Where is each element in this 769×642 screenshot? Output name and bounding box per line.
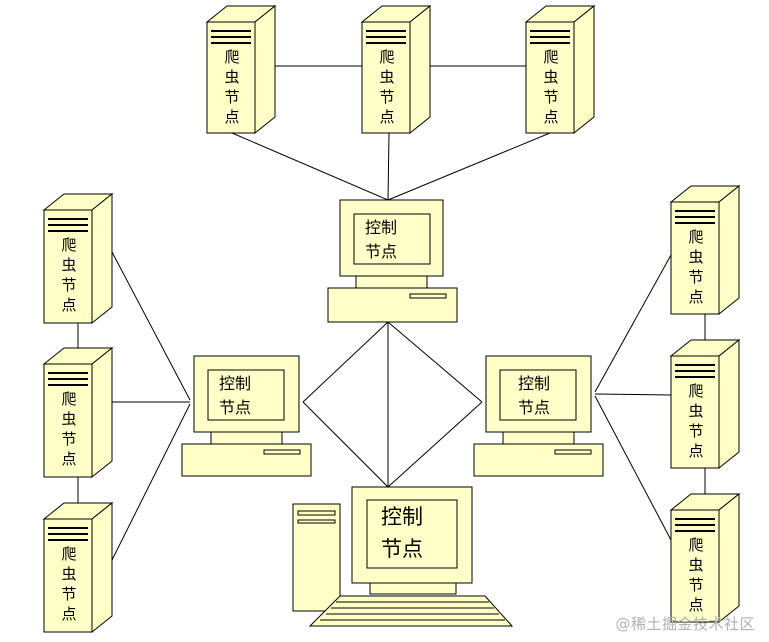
crawler-label-char-1: 爬	[688, 228, 703, 246]
crawler-label-char-2: 虫	[688, 248, 703, 266]
crawler-label-char-2: 虫	[543, 68, 558, 86]
link-left-top-to-control	[111, 251, 191, 401]
desktop-case	[473, 443, 604, 477]
monitor-stand	[355, 275, 428, 289]
crawler-label-char-1: 爬	[543, 48, 558, 66]
link-top-left-to-control	[231, 132, 389, 201]
link-top-to-right-control	[387, 321, 483, 403]
control-node-bottom: 控制 节点	[292, 486, 514, 627]
crawler-label-char-1: 爬	[61, 390, 76, 408]
screen	[353, 213, 431, 265]
crawler-label-char-4: 点	[61, 605, 76, 623]
crawler-node-top-left: 爬 虫 节 点	[205, 4, 277, 135]
crawler-label-char-4: 点	[688, 288, 703, 306]
crawler-label-char-1: 爬	[61, 545, 76, 563]
crawler-label-char-1: 爬	[61, 236, 76, 254]
crawler-label-char-3: 节	[688, 576, 703, 594]
crawler-label-char-4: 点	[688, 596, 703, 614]
desktop-case	[327, 287, 458, 323]
monitor-stand	[369, 582, 457, 595]
crawler-label-char-2: 虫	[61, 565, 76, 583]
control-label-line-2: 节点	[381, 537, 423, 561]
control-label-line-2: 节点	[219, 398, 251, 417]
crawler-label-char-3: 节	[688, 268, 703, 286]
drive-slot	[554, 449, 592, 455]
link-left-to-bottom-control	[302, 401, 389, 488]
crawler-label-char-2: 虫	[688, 402, 703, 420]
control-label-line-1: 控制	[518, 374, 550, 393]
crawler-label-char-3: 节	[224, 88, 239, 106]
control-label-line-1: 控制	[219, 374, 251, 393]
crawler-label-char-4: 点	[688, 442, 703, 460]
control-label-line-2: 节点	[365, 242, 397, 261]
crawler-node-right-top: 爬 虫 节 点	[669, 184, 741, 316]
watermark: @稀土掘金技术社区	[615, 615, 755, 633]
link-top-right-to-control	[387, 132, 551, 201]
tower-slot	[297, 510, 336, 516]
control-node-right: 控制 节点	[473, 355, 604, 477]
crawler-label-char-4: 点	[379, 108, 394, 126]
link-right-bot-to-control	[594, 395, 672, 541]
crawler-label-char-1: 爬	[379, 48, 394, 66]
tower-slot	[297, 519, 336, 524]
crawler-node-top-right: 爬 虫 节 点	[524, 4, 596, 135]
crawler-label-char-4: 点	[224, 108, 239, 126]
crawler-label-char-2: 虫	[61, 410, 76, 428]
keyboard-keys	[320, 601, 505, 621]
crawler-node-right-bottom: 爬 虫 节 点	[669, 492, 741, 624]
link-right-top-to-control	[594, 254, 672, 393]
crawler-label-char-3: 节	[688, 422, 703, 440]
crawler-label-char-3: 节	[61, 585, 76, 603]
crawler-label-char-1: 爬	[224, 48, 239, 66]
crawler-label-char-3: 节	[543, 88, 558, 106]
crawler-label-char-2: 虫	[379, 68, 394, 86]
crawler-node-left-top: 爬 虫 节 点	[42, 192, 114, 325]
drive-slot	[409, 293, 447, 299]
monitor-stand	[210, 431, 283, 445]
crawler-label-char-3: 节	[61, 276, 76, 294]
crawler-node-left-bottom: 爬 虫 节 点	[42, 501, 114, 634]
crawler-node-top-middle: 爬 虫 节 点	[360, 4, 432, 135]
crawler-label-char-1: 爬	[688, 382, 703, 400]
monitor-stand	[502, 431, 575, 445]
crawler-label-char-4: 点	[61, 450, 76, 468]
link-top-to-left-control	[302, 321, 389, 403]
crawler-label-char-4: 点	[61, 296, 76, 314]
crawler-label-char-1: 爬	[688, 536, 703, 554]
link-right-to-bottom-control	[387, 401, 483, 488]
drive-slot	[263, 449, 301, 455]
control-label-line-2: 节点	[518, 398, 550, 417]
screen	[499, 369, 577, 421]
keyboard	[308, 595, 514, 627]
crawler-label-char-3: 节	[61, 430, 76, 448]
link-right-mid-to-control	[594, 393, 672, 396]
screen	[366, 499, 458, 569]
screen	[207, 369, 285, 421]
control-label-line-1: 控制	[365, 218, 397, 237]
crawler-node-left-middle: 爬 虫 节 点	[42, 346, 114, 479]
crawler-label-char-2: 虫	[61, 256, 76, 274]
desktop-case	[181, 443, 312, 477]
control-label-line-1: 控制	[381, 505, 423, 529]
control-node-top: 控制 节点	[327, 199, 458, 323]
link-top-mid-to-control	[387, 132, 390, 201]
crawler-label-char-2: 虫	[688, 556, 703, 574]
control-node-left: 控制 节点	[181, 355, 312, 477]
connections	[77, 65, 706, 561]
crawler-node-right-middle: 爬 虫 节 点	[669, 338, 741, 470]
crawler-label-char-2: 虫	[224, 68, 239, 86]
link-left-bot-to-control	[111, 403, 191, 561]
crawler-label-char-4: 点	[543, 108, 558, 126]
crawler-label-char-3: 节	[379, 88, 394, 106]
